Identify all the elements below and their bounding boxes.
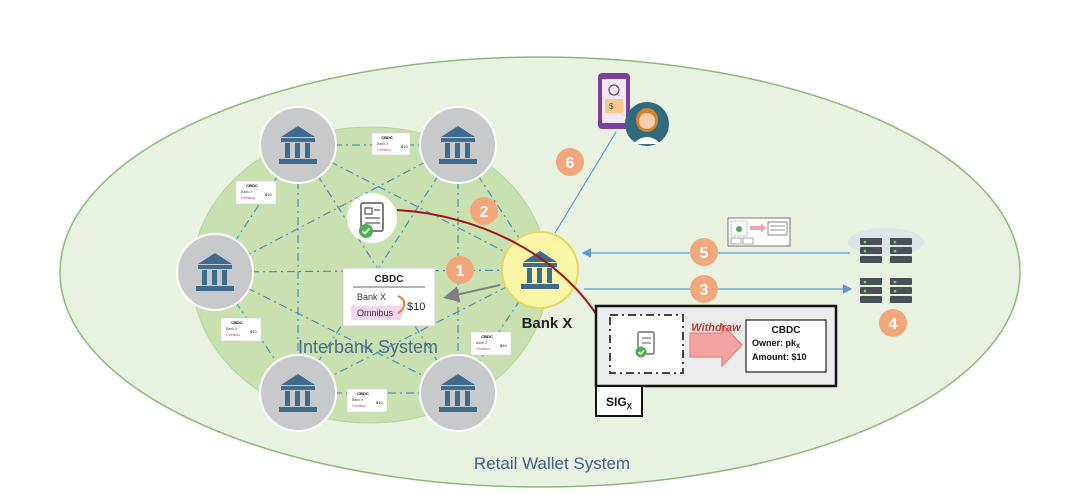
svg-text:$10: $10 xyxy=(250,329,257,334)
checkmark-icon xyxy=(359,224,373,238)
step-badge-2: 2 xyxy=(470,197,498,225)
svg-text:CBDC: CBDC xyxy=(381,135,393,140)
svg-text:Omnibus: Omnibus xyxy=(241,196,255,200)
svg-text:Bank X: Bank X xyxy=(226,327,238,331)
svg-text:CBDC: CBDC xyxy=(481,334,493,339)
cbdc-token-box xyxy=(745,319,827,373)
svg-text:$10: $10 xyxy=(500,343,507,348)
step-badge-4: 4 xyxy=(879,309,907,337)
signed-receipt-icon xyxy=(635,331,655,358)
cbdc-ledger-card: CBDC Bank X Omnibus $10 xyxy=(342,267,436,327)
mini-ledger: CBDC Bank X Omnibus $10 xyxy=(346,388,388,413)
svg-text:$10: $10 xyxy=(376,400,383,405)
bank-node-left xyxy=(176,233,254,311)
svg-text:Bank X: Bank X xyxy=(357,292,386,302)
svg-text:Omnibus: Omnibus xyxy=(226,333,240,337)
svg-text:Bank X: Bank X xyxy=(476,341,488,345)
svg-text:CBDC: CBDC xyxy=(231,320,243,325)
svg-text:Bank X: Bank X xyxy=(352,398,364,402)
mobile-wallet-icon: $ xyxy=(598,73,630,129)
svg-text:CBDC: CBDC xyxy=(246,183,258,188)
svg-text:Bank X: Bank X xyxy=(241,190,253,194)
svg-text:$10: $10 xyxy=(401,144,408,149)
svg-text:$10: $10 xyxy=(265,192,272,197)
svg-text:Omnibus: Omnibus xyxy=(352,404,366,408)
step-badge-3: 3 xyxy=(690,275,718,303)
bank-x-node xyxy=(501,231,579,309)
svg-text:1: 1 xyxy=(456,263,465,280)
svg-text:2: 2 xyxy=(480,204,489,221)
mini-ledger: CBDC Bank X Omnibus $10 xyxy=(235,180,277,205)
svg-text:3: 3 xyxy=(700,282,709,299)
svg-text:4: 4 xyxy=(889,316,898,333)
user-avatar-icon xyxy=(625,102,669,146)
mini-ledger: CBDC Bank X Omnibus $10 xyxy=(371,132,411,156)
svg-text:Omnibus: Omnibus xyxy=(476,347,490,351)
cbdc-token-owner: Owner: pkX xyxy=(752,338,800,350)
svg-text:Bank X: Bank X xyxy=(377,142,389,146)
step-1-arrow xyxy=(443,284,501,303)
server-stack-icon xyxy=(848,228,924,303)
step-2-arrow xyxy=(396,209,627,340)
svg-text:Omnibus: Omnibus xyxy=(377,148,391,152)
mini-ledger: CBDC Bank X Omnibus $10 xyxy=(220,317,262,342)
withdraw-thumbnail xyxy=(727,217,791,247)
cbdc-token-amount: Amount: $10 xyxy=(752,352,807,362)
svg-text:$10: $10 xyxy=(407,301,425,313)
bank-node-bottom-left xyxy=(259,354,337,432)
step-badge-1: 1 xyxy=(446,256,474,284)
step-6-line xyxy=(554,131,617,234)
bank-node-bottom-right xyxy=(419,354,497,432)
bank-node-top-left xyxy=(259,106,337,184)
svg-text:Omnibus: Omnibus xyxy=(357,308,394,318)
step-badge-6: 6 xyxy=(556,148,584,176)
signature-label: SIGX xyxy=(606,395,633,411)
withdraw-arrow xyxy=(689,322,743,368)
svg-text:$: $ xyxy=(609,102,614,111)
mini-ledger: CBDC Bank X Omnibus $10 xyxy=(470,331,512,356)
svg-text:CBDC: CBDC xyxy=(357,391,369,396)
signed-receipt-icon xyxy=(347,193,397,243)
cbdc-token-title: CBDC xyxy=(772,325,801,336)
withdraw-label: Withdraw xyxy=(691,322,742,334)
svg-text:CBDC: CBDC xyxy=(375,274,404,285)
step-badge-5: 5 xyxy=(690,238,718,266)
bank-node-top-right xyxy=(419,106,497,184)
interbank-system-label: Interbank System xyxy=(298,337,438,357)
retail-wallet-system-label: Retail Wallet System xyxy=(474,454,630,473)
bank-x-label: Bank X xyxy=(522,315,573,332)
svg-text:6: 6 xyxy=(566,155,575,172)
svg-text:5: 5 xyxy=(700,245,709,262)
withdraw-panel: Withdraw CBDC Owner: pkX Amount: $10 SIG… xyxy=(594,304,838,417)
